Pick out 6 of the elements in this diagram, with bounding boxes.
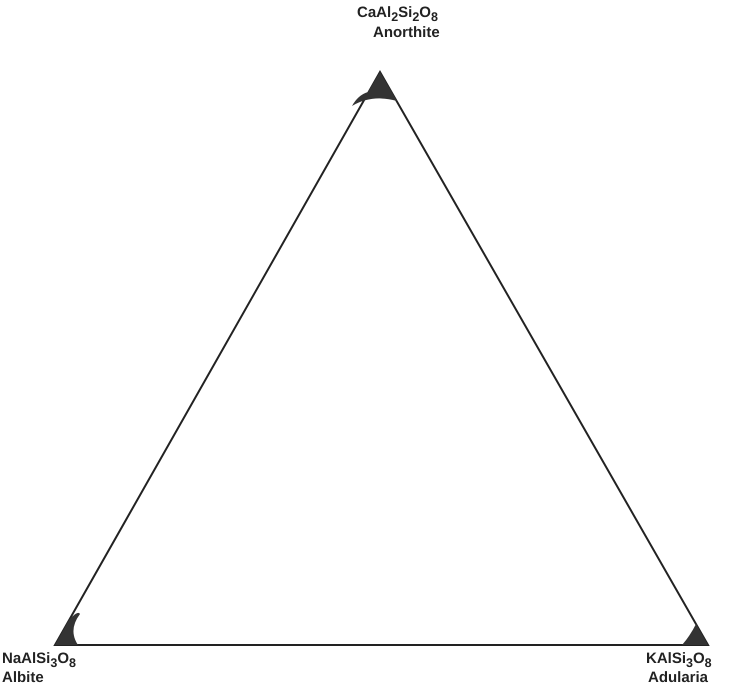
formula-label: KAlSi$_{3}$O$_{8}$ <box>646 650 712 671</box>
formula-label: CaAl$_{2}$Si$_{2}$O$_{8}$ <box>357 4 438 26</box>
mineral-label: Anorthite <box>373 24 440 42</box>
formula-label: NaAlSi$_{3}$O$_{8}$ <box>2 650 76 671</box>
mineral-label: Adularia <box>648 669 708 687</box>
mineral-label: Albite <box>2 669 44 687</box>
